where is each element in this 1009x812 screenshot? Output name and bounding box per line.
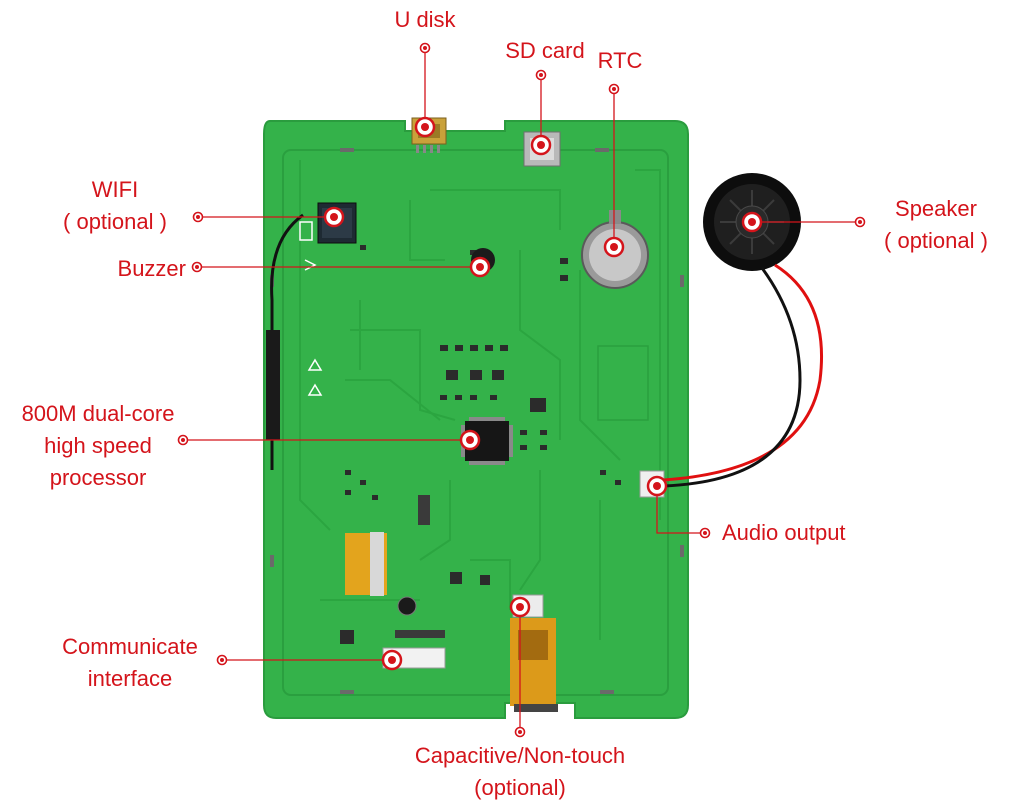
target-marker-communicate <box>381 649 403 671</box>
board-inner-border <box>282 149 669 696</box>
pcb-traces <box>299 160 661 640</box>
target-marker-audio <box>646 475 668 497</box>
electrolytic-capacitor <box>397 596 417 616</box>
silkscreen-marks <box>299 221 649 421</box>
smd-components <box>340 245 621 644</box>
target-marker-speaker <box>741 211 763 233</box>
label-wifi-line2: ( optional ) <box>63 209 167 234</box>
target-marker-u-disk <box>414 116 436 138</box>
label-speaker: Speaker ( optional ) <box>865 193 1007 257</box>
target-marker-processor <box>459 429 481 451</box>
label-touch-line2: (optional) <box>474 775 566 800</box>
label-processor-line3: processor <box>49 465 147 490</box>
pcb-board <box>263 117 689 719</box>
wifi-antenna-sleeve <box>266 330 280 440</box>
label-communicate: Communicate interface <box>40 631 220 695</box>
label-rtc: RTC <box>597 48 643 73</box>
label-touch: Capacitive/Non-touch (optional) <box>370 740 670 804</box>
label-processor-line1: 800M dual-core <box>21 401 175 426</box>
target-marker-sd-card <box>530 134 552 156</box>
target-marker-touch <box>509 596 531 618</box>
target-marker-rtc <box>603 236 625 258</box>
target-marker-wifi <box>323 206 345 228</box>
label-wifi: WIFI ( optional ) <box>40 177 190 235</box>
label-communicate-line1: Communicate <box>62 634 198 659</box>
callout-leaders <box>183 48 860 732</box>
label-audio-output: Audio output <box>722 520 846 545</box>
label-wifi-line1: WIFI <box>91 177 139 202</box>
callout-markers <box>177 42 866 738</box>
speaker-wire-black <box>663 267 802 488</box>
label-processor: 800M dual-core high speed processor <box>0 398 196 494</box>
label-sd-card: SD card <box>505 38 585 63</box>
label-processor-line2: high speed <box>44 433 152 458</box>
label-speaker-line2: ( optional ) <box>884 228 988 253</box>
speaker-wire-red <box>663 263 824 482</box>
label-u-disk: U disk <box>394 7 456 32</box>
label-communicate-line2: interface <box>87 666 173 691</box>
wifi-antenna-cable <box>270 213 304 470</box>
label-speaker-line1: Speaker <box>895 196 977 221</box>
label-touch-line1: Capacitive/Non-touch <box>414 743 626 768</box>
target-marker-buzzer <box>469 256 491 278</box>
label-buzzer: Buzzer <box>117 256 186 281</box>
